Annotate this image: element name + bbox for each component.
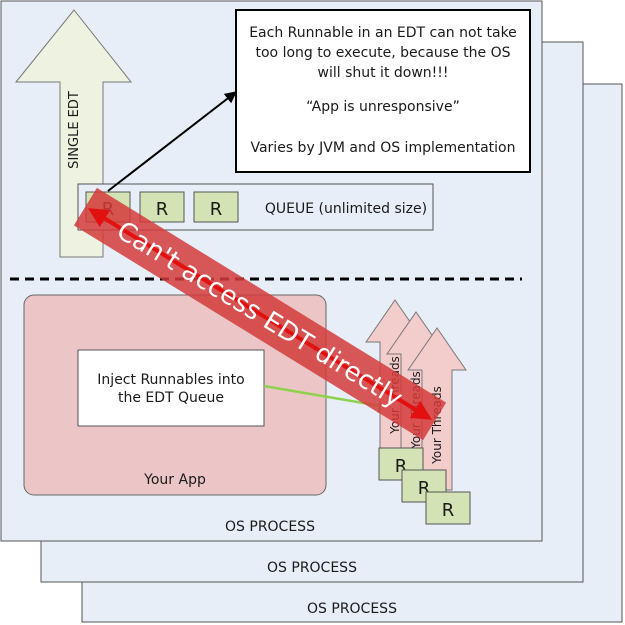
your-app-label: Your App xyxy=(143,472,206,488)
os-process-back-label: OS PROCESS xyxy=(307,601,397,617)
callout-line-3: will shut it down!!! xyxy=(318,65,449,81)
inject-line-2: the EDT Queue xyxy=(118,390,224,406)
os-process-front-label: OS PROCESS xyxy=(225,519,315,535)
queue-runnable: R xyxy=(193,191,239,223)
inject-line-1: Inject Runnables into xyxy=(97,372,244,388)
thread-runnable: R xyxy=(425,491,471,525)
callout-note: Varies by JVM and OS implementation xyxy=(250,140,515,156)
os-process-middle-label: OS PROCESS xyxy=(267,560,357,576)
queue-label: QUEUE (unlimited size) xyxy=(265,201,427,217)
callout-quote: “App is unresponsive” xyxy=(306,99,460,115)
queue-runnable-label: R xyxy=(210,199,223,220)
queue-runnable-label: R xyxy=(156,199,169,220)
inject-box: Inject Runnables into the EDT Queue xyxy=(77,349,265,427)
no-access-arrow xyxy=(87,208,433,420)
callout-connector-arrow xyxy=(107,91,237,192)
queue-runnable: R xyxy=(139,191,185,223)
callout-line-2: too long to execute, because the OS xyxy=(256,45,511,61)
thread-runnable: R xyxy=(378,447,424,481)
thread-runnable-label: R xyxy=(442,500,455,521)
callout-box: Each Runnable in an EDT can not take too… xyxy=(235,9,531,173)
edt-arrow-label: SINGLE EDT xyxy=(67,91,82,169)
callout-line-1: Each Runnable in an EDT can not take xyxy=(249,25,517,41)
